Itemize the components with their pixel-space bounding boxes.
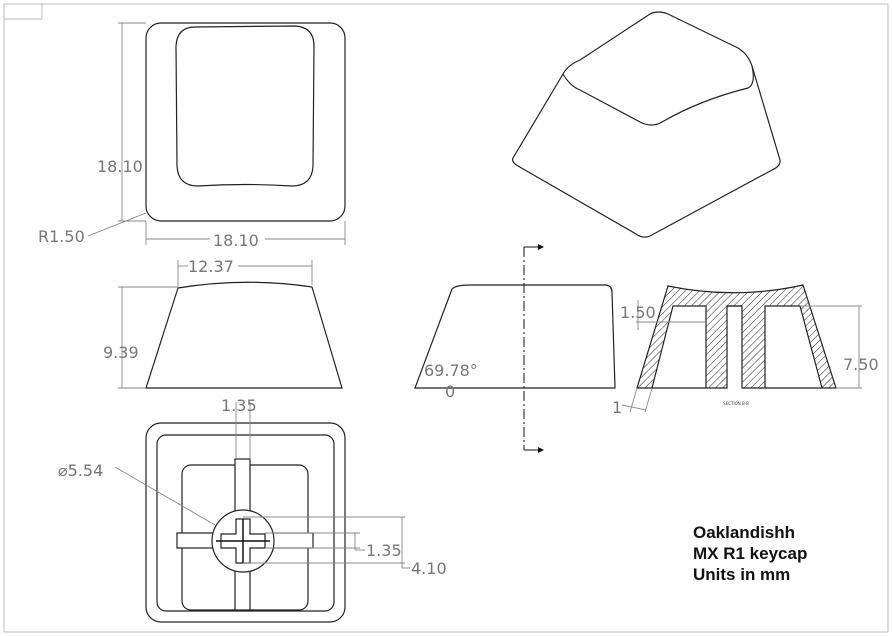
bottom-view: 1.35 ⌀5.54 1.35 4.10 (58, 396, 447, 623)
sheet-border (3, 3, 889, 633)
diameter-dim: ⌀5.54 (58, 461, 103, 480)
angle-sub: 0 (445, 382, 455, 401)
section-height-dim: 7.50 (843, 355, 879, 374)
front-top-width-dim: 12.37 (188, 257, 234, 276)
top-height-dim: 18.10 (97, 157, 143, 176)
angle-dim: 69.78° (424, 361, 478, 380)
units-note: Units in mm (693, 565, 791, 584)
cross-length-dim: 4.10 (411, 559, 447, 578)
front-view: 12.37 9.39 (103, 257, 343, 389)
section-view: 1.50 7.50 1 SECTION B-B (612, 284, 879, 417)
corner-radius-dim: R1.50 (38, 227, 85, 246)
wall-thickness-dim: 1 (612, 398, 622, 417)
section-label: SECTION B-B (723, 401, 749, 406)
isometric-view (511, 11, 781, 238)
title-note: Oaklandishh MX R1 keycap Units in mm (693, 522, 807, 585)
part-name: MX R1 keycap (693, 544, 808, 563)
top-thickness-dim: 1.50 (620, 303, 656, 322)
front-height-dim: 9.39 (103, 343, 139, 362)
cross-width-dim: 1.35 (366, 541, 402, 560)
top-width-dim: 18.10 (213, 231, 259, 250)
stem-width-dim: 1.35 (221, 396, 257, 415)
author-name: Oaklandishh (693, 523, 796, 542)
top-view: 18.10 18.10 R1.50 (38, 22, 346, 250)
side-view: 69.78° 0 (414, 244, 616, 453)
